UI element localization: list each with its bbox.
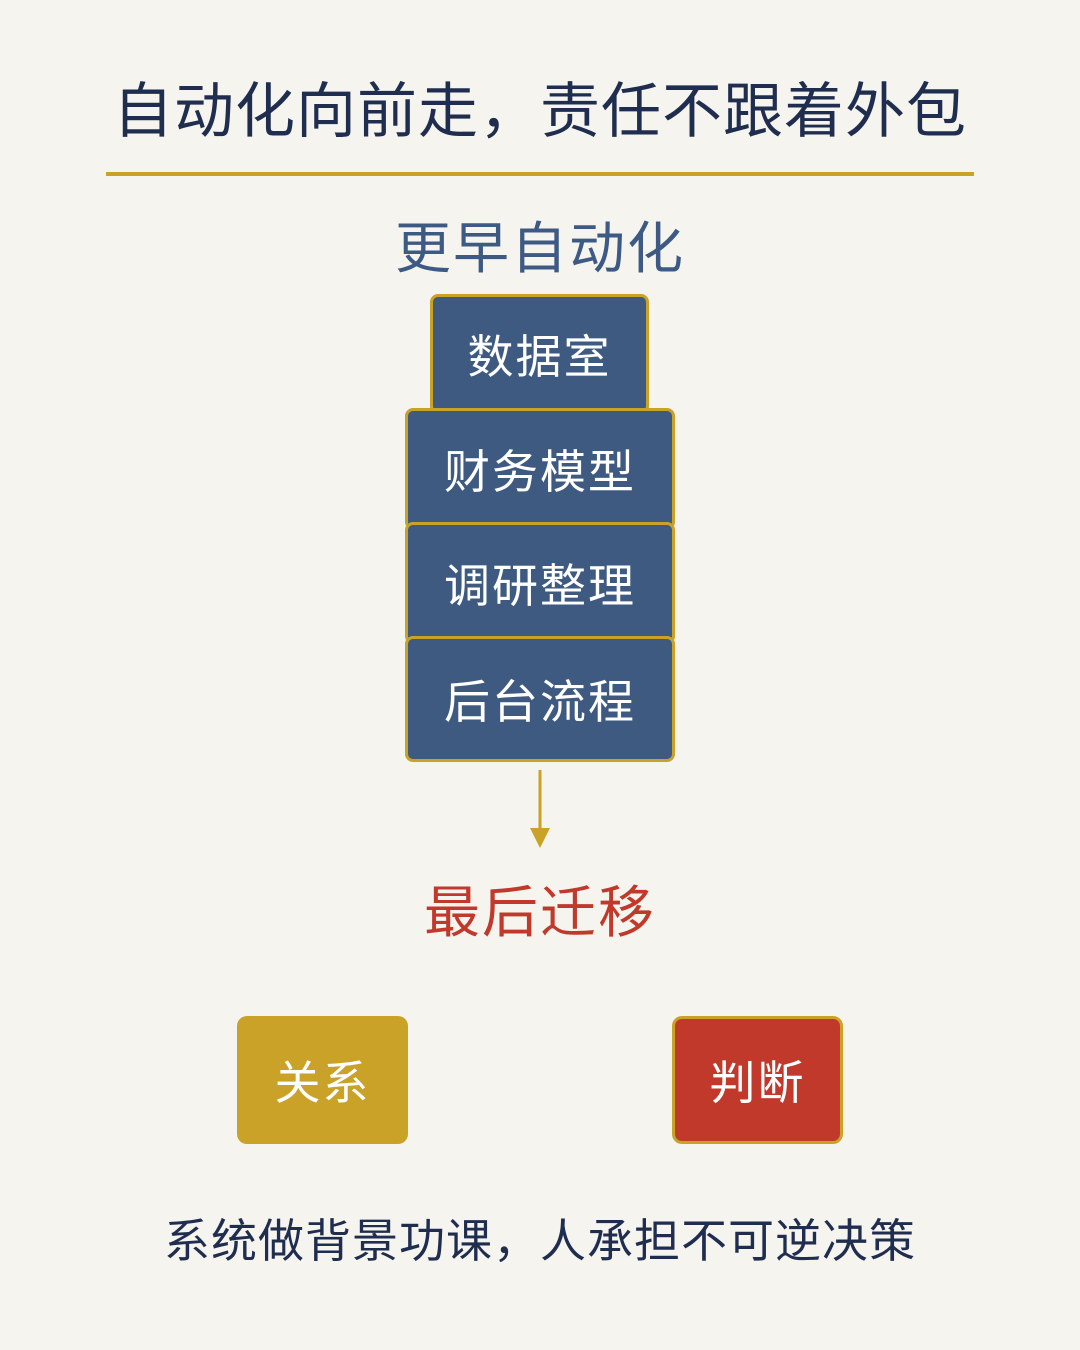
footer-caption: 系统做背景功课，人承担不可逆决策 xyxy=(164,1214,916,1268)
migrate-last-heading: 最后迁移 xyxy=(424,881,656,946)
relation-box: 关系 xyxy=(237,1016,408,1144)
stack-block-data-room: 数据室 xyxy=(430,294,649,414)
page-title: 自动化向前走，责任不跟着外包 xyxy=(113,77,967,147)
title-divider xyxy=(106,172,974,176)
early-automation-heading: 更早自动化 xyxy=(395,217,685,282)
arrow-down-icon xyxy=(530,770,550,848)
judgment-box: 判断 xyxy=(672,1016,843,1144)
stack-block-financial-model: 财务模型 xyxy=(405,408,675,530)
stack-block-back-office: 后台流程 xyxy=(405,636,675,762)
stack-block-research: 调研整理 xyxy=(405,522,675,644)
